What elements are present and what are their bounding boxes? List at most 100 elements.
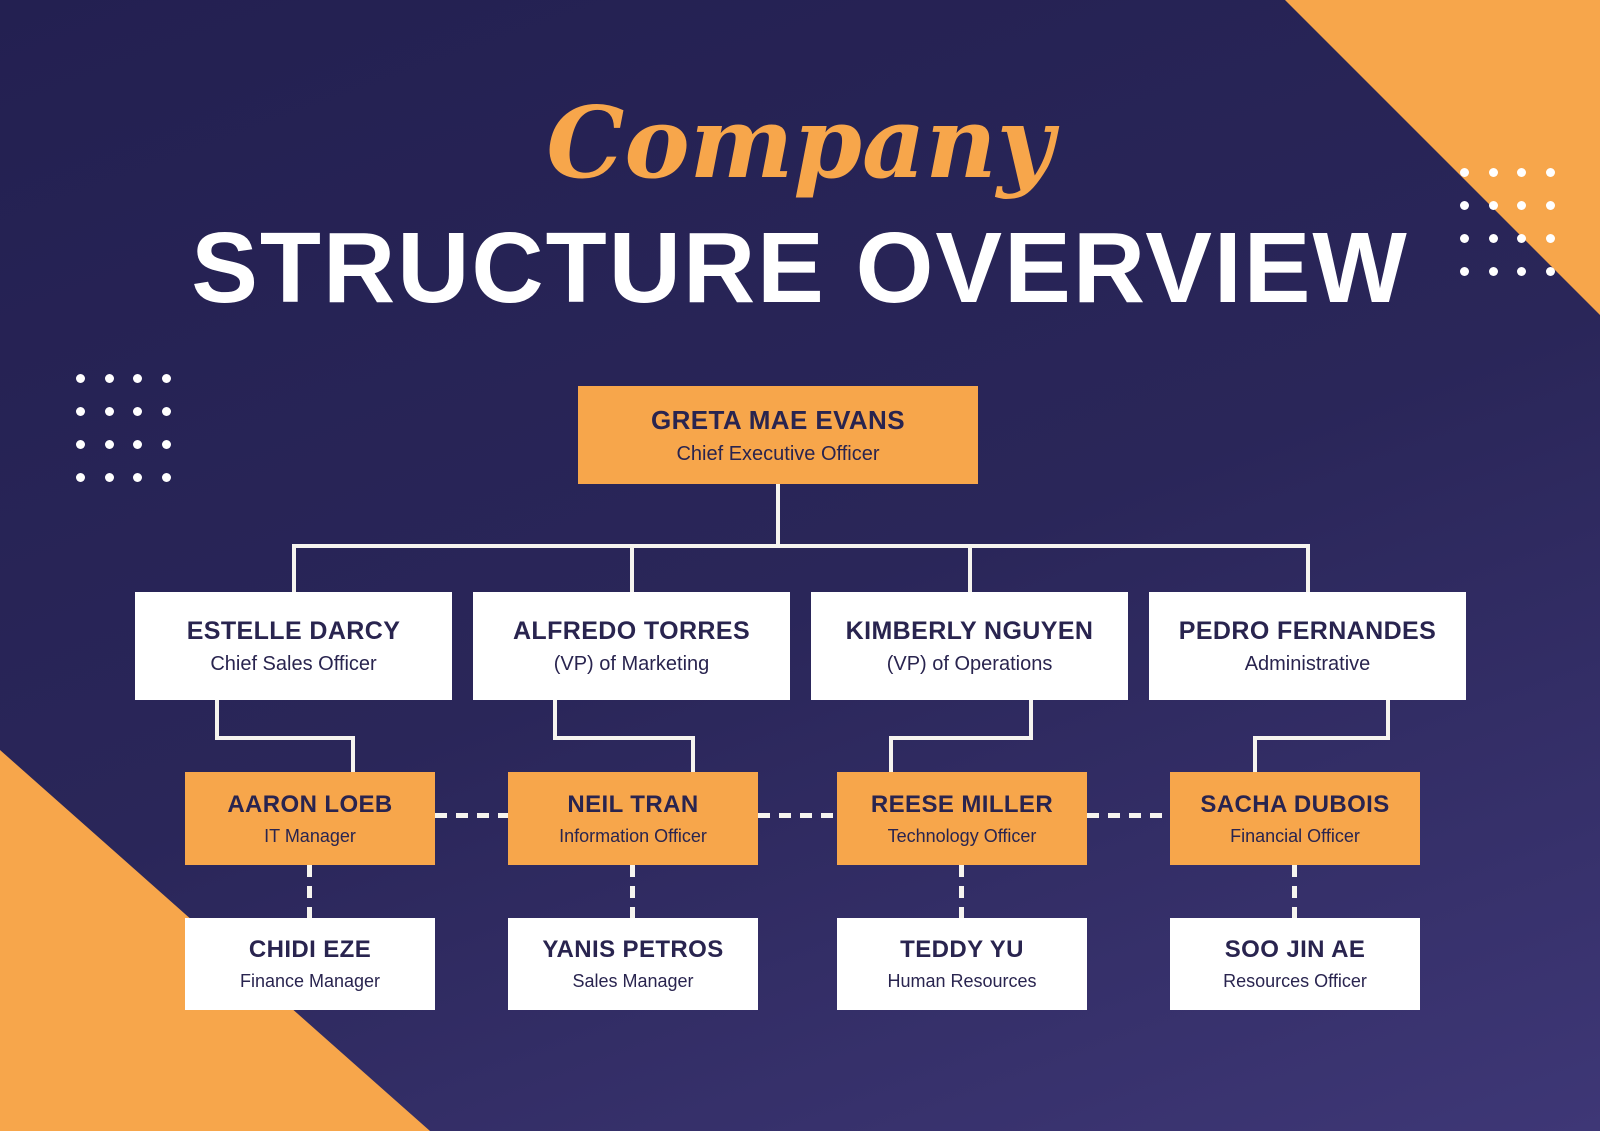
dot [1488, 201, 1498, 210]
dot [104, 440, 114, 449]
dot [161, 440, 171, 449]
connector-ceo-drop [776, 484, 780, 546]
dot [76, 407, 85, 416]
person-role: IT Manager [264, 825, 356, 846]
person-name: SOO JIN AE [1224, 936, 1366, 963]
dot [1517, 267, 1526, 276]
dot [161, 473, 171, 482]
dot [1517, 234, 1526, 243]
person-role: Technology Officer [887, 825, 1037, 846]
dot [1545, 201, 1555, 210]
person-role: Sales Manager [572, 971, 694, 991]
dashed-drop-col2 [630, 865, 635, 918]
connector-l2-horizontal [292, 544, 1310, 548]
person-role: Human Resources [887, 971, 1037, 991]
connector-col2-v2 [691, 736, 695, 772]
dashed-link-l3-3-4 [1087, 813, 1170, 818]
dot [161, 407, 171, 416]
dot [1488, 234, 1498, 243]
org-box-l4-4: SOO JIN AE Resources Officer [1170, 918, 1420, 1010]
dot [1460, 234, 1469, 243]
dot [1517, 168, 1526, 177]
dashed-drop-col3 [959, 865, 964, 918]
connector-col1-v2 [351, 736, 355, 772]
dot [1517, 201, 1526, 210]
dot [1488, 267, 1498, 276]
person-role: Financial Officer [1230, 825, 1360, 846]
dot [104, 374, 114, 383]
dot [1460, 267, 1469, 276]
connector-l2-drop-4 [1306, 546, 1310, 592]
person-role: Administrative [1244, 652, 1371, 675]
page-title: STRUCTURE OVERVIEW [191, 212, 1409, 324]
org-box-l2-3: KIMBERLY NGUYEN (VP) of Operations [811, 592, 1128, 700]
org-box-l2-2: ALFREDO TORRES (VP) of Marketing [473, 592, 790, 700]
person-role: (VP) of Operations [886, 652, 1053, 675]
person-role: Chief Executive Officer [676, 442, 880, 465]
dot [1488, 168, 1498, 177]
connector-col2-v1 [553, 700, 557, 740]
dot [133, 407, 142, 416]
org-box-l2-1: ESTELLE DARCY Chief Sales Officer [135, 592, 452, 700]
dot-grid-left [76, 374, 172, 484]
dashed-drop-col4 [1292, 865, 1297, 918]
dot [133, 374, 142, 383]
connector-col4-h [1253, 736, 1390, 740]
org-box-l4-1: CHIDI EZE Finance Manager [185, 918, 435, 1010]
title-script: Company [546, 86, 1054, 201]
person-role: (VP) of Marketing [553, 652, 710, 675]
connector-l2-drop-1 [292, 546, 296, 592]
connector-l2-drop-2 [630, 546, 634, 592]
dot [1545, 267, 1555, 276]
person-role: Finance Manager [239, 971, 381, 991]
person-name: KIMBERLY NGUYEN [845, 616, 1094, 645]
connector-col1-h [215, 736, 355, 740]
connector-col3-h [889, 736, 1033, 740]
person-name: GRETA MAE EVANS [651, 404, 905, 435]
person-name: TEDDY YU [900, 936, 1024, 963]
person-name: YANIS PETROS [542, 936, 724, 963]
org-box-l3-1: AARON LOEB IT Manager [185, 772, 435, 865]
dot [104, 407, 114, 416]
person-role: Information Officer [559, 825, 707, 846]
dot [76, 473, 85, 482]
connector-l2-drop-3 [968, 546, 972, 592]
dot [76, 374, 85, 383]
org-box-l3-2: NEIL TRAN Information Officer [508, 772, 758, 865]
dashed-drop-col1 [307, 865, 312, 918]
dot [1460, 168, 1469, 177]
dot [161, 374, 171, 383]
person-role: Resources Officer [1223, 971, 1367, 991]
dot [133, 473, 142, 482]
dot-grid-right [1460, 168, 1556, 278]
dot [104, 473, 114, 482]
org-box-l3-4: SACHA DUBOIS Financial Officer [1170, 772, 1420, 865]
person-role: Chief Sales Officer [210, 652, 377, 675]
org-box-l3-3: REESE MILLER Technology Officer [837, 772, 1087, 865]
dot [1460, 201, 1469, 210]
connector-col4-v2 [1253, 736, 1257, 772]
person-name: ALFREDO TORRES [512, 616, 751, 645]
connector-col2-h [553, 736, 695, 740]
person-name: AARON LOEB [227, 790, 393, 818]
connector-col3-v1 [1029, 700, 1033, 740]
dot [1545, 168, 1555, 177]
org-box-l4-2: YANIS PETROS Sales Manager [508, 918, 758, 1010]
dashed-link-l3-1-2 [435, 813, 508, 818]
org-box-ceo: GRETA MAE EVANS Chief Executive Officer [578, 386, 978, 484]
org-box-l2-4: PEDRO FERNANDES Administrative [1149, 592, 1466, 700]
dot [133, 440, 142, 449]
person-name: CHIDI EZE [248, 936, 372, 963]
person-name: PEDRO FERNANDES [1178, 616, 1437, 645]
dot [1545, 234, 1555, 243]
person-name: ESTELLE DARCY [186, 616, 401, 645]
person-name: REESE MILLER [870, 790, 1054, 818]
connector-col4-v1 [1386, 700, 1390, 740]
dashed-link-l3-2-3 [758, 813, 837, 818]
person-name: SACHA DUBOIS [1200, 790, 1390, 818]
connector-col3-v2 [889, 736, 893, 772]
person-name: NEIL TRAN [567, 790, 699, 818]
connector-col1-v1 [215, 700, 219, 740]
org-box-l4-3: TEDDY YU Human Resources [837, 918, 1087, 1010]
